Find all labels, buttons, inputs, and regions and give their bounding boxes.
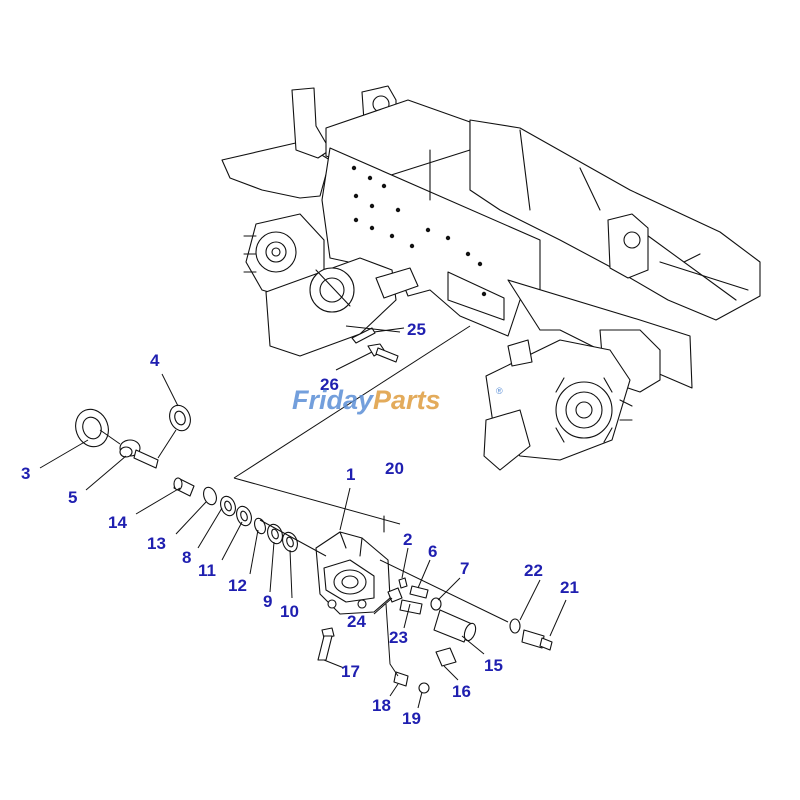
part-bushing-14 — [173, 477, 195, 497]
part-bolt-6 — [409, 585, 429, 599]
part-block-16 — [435, 647, 457, 667]
callout-4: 4 — [150, 351, 160, 370]
watermark-part1: Friday — [292, 385, 375, 415]
callout-19: 19 — [402, 709, 421, 728]
part-pin-25 — [351, 327, 376, 344]
callout-9: 9 — [263, 592, 272, 611]
part-cylinder-15 — [433, 609, 477, 643]
callout-26: 26 — [320, 375, 339, 394]
part-pin-17 — [317, 627, 335, 661]
frame-holes — [351, 165, 487, 297]
callout-18: 18 — [372, 696, 391, 715]
callout-13: 13 — [147, 534, 166, 553]
assembly-lines — [99, 325, 509, 677]
callout-3: 3 — [21, 464, 30, 483]
callout-20: 20 — [385, 459, 404, 478]
callout-2: 2 — [403, 530, 412, 549]
part-bolt-23 — [399, 599, 423, 615]
machine-frame — [221, 85, 761, 393]
part-bolt-26 — [367, 343, 399, 363]
callout-24: 24 — [347, 612, 366, 631]
callout-12: 12 — [228, 576, 247, 595]
part-cap-19 — [418, 682, 430, 694]
watermark-part2: Parts — [373, 385, 441, 415]
svg-text:FridayParts: FridayParts — [292, 385, 441, 415]
callout-numbers: 1 2 3 4 5 6 7 8 9 10 11 12 13 14 15 16 1… — [21, 320, 579, 728]
part-ring-12 — [254, 517, 266, 535]
callout-21: 21 — [560, 578, 579, 597]
right-hub-assembly — [483, 339, 633, 471]
callout-7: 7 — [460, 559, 469, 578]
callout-1: 1 — [346, 465, 355, 484]
part-snapring-13 — [203, 486, 217, 506]
callout-10: 10 — [280, 602, 299, 621]
part-washer-11 — [236, 505, 252, 527]
part-shaft-5 — [119, 439, 159, 469]
part-housing-1 — [315, 531, 391, 615]
part-bolt-21 — [521, 629, 553, 651]
callout-15: 15 — [484, 656, 503, 675]
callout-5: 5 — [68, 488, 77, 507]
callout-17: 17 — [341, 662, 360, 681]
part-washer-22 — [509, 618, 521, 634]
callout-11: 11 — [198, 561, 216, 580]
callout-22: 22 — [524, 561, 543, 580]
callout-16: 16 — [452, 682, 471, 701]
part-pin-2 — [398, 577, 408, 589]
part-ring-4 — [169, 404, 191, 432]
watermark-registered-mark: ® — [496, 386, 503, 396]
callout-14: 14 — [108, 513, 127, 532]
watermark-logo: FridayParts ® — [292, 385, 503, 415]
callout-8: 8 — [182, 548, 191, 567]
part-bearing-9 — [267, 523, 283, 545]
callout-6: 6 — [428, 542, 437, 561]
callout-23: 23 — [389, 628, 408, 647]
part-fitting-18 — [393, 671, 409, 687]
part-seal-3 — [75, 408, 109, 448]
part-bearing-8 — [220, 495, 236, 517]
part-washer-7 — [430, 597, 442, 611]
callout-25: 25 — [407, 320, 426, 339]
callout-leaders — [39, 327, 567, 709]
left-hub-assembly — [243, 213, 419, 357]
